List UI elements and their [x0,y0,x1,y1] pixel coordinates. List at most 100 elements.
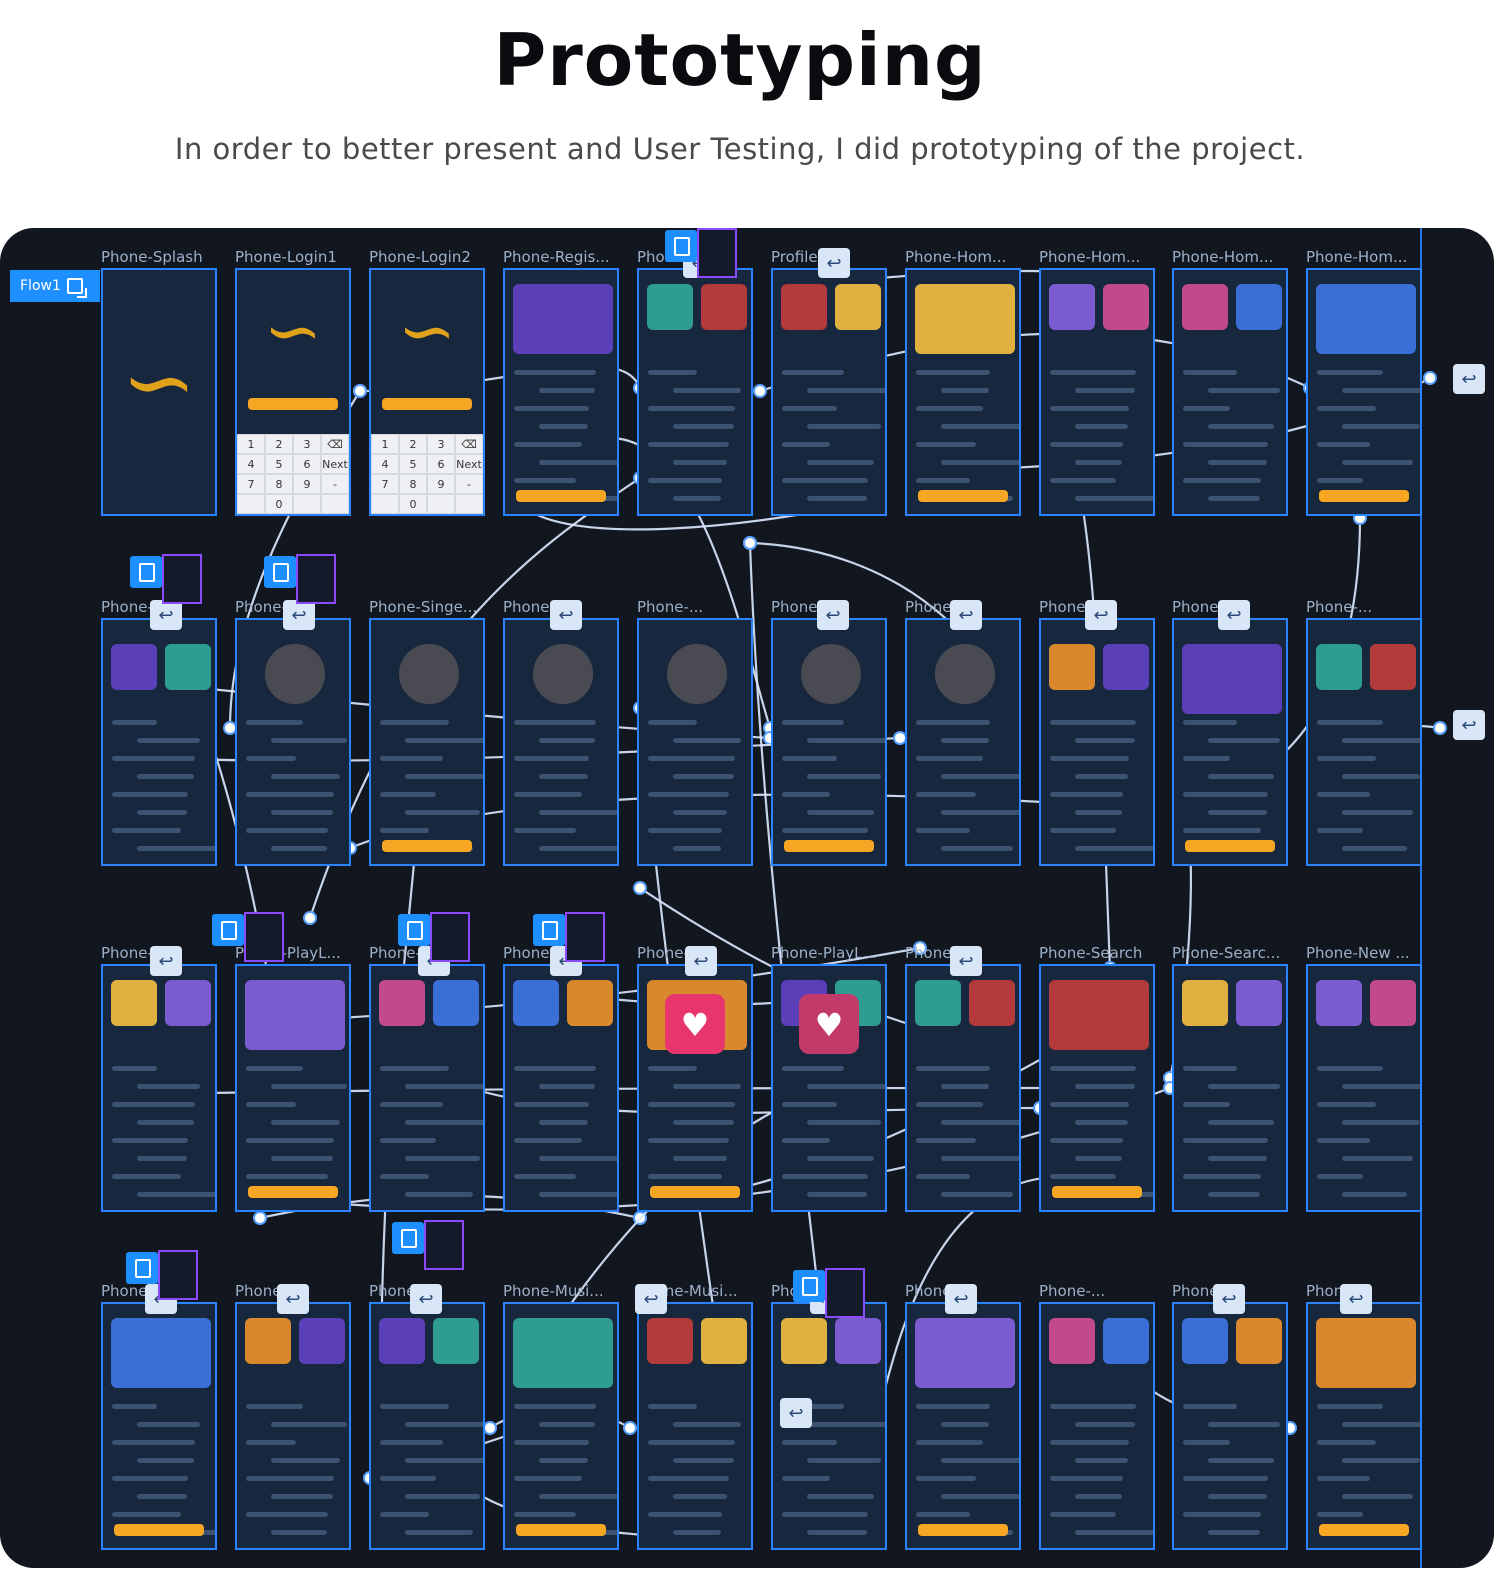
action-button[interactable] [248,1186,338,1198]
phone-frame[interactable] [369,1302,485,1550]
connection-node[interactable] [1423,371,1437,385]
back-arrow-icon[interactable]: ↩ [1340,1284,1372,1314]
keypad-key[interactable]: 2 [265,434,293,454]
copy-icon[interactable] [793,1270,825,1302]
phone-frame[interactable] [1039,1302,1155,1550]
back-arrow-icon[interactable]: ↩ [150,946,182,976]
copy-icon[interactable] [126,1252,158,1284]
back-arrow-icon[interactable]: ↩ [1453,364,1485,394]
phone-frame[interactable] [1039,618,1155,866]
action-button[interactable] [1319,490,1409,502]
phone-frame[interactable] [503,618,619,866]
back-arrow-icon[interactable]: ↩ [410,1284,442,1314]
action-button[interactable] [918,490,1008,502]
phone-frame[interactable] [235,618,351,866]
connection-node[interactable] [353,384,367,398]
keypad-key[interactable]: ⌫ [455,434,483,454]
back-arrow-icon[interactable]: ↩ [945,1284,977,1314]
keypad-key[interactable]: 6 [427,454,455,474]
keypad-key[interactable]: 4 [371,454,399,474]
keypad-key[interactable]: Next [321,454,349,474]
back-arrow-icon[interactable]: ↩ [1085,600,1117,630]
keypad-key[interactable]: 7 [371,474,399,494]
phone-frame[interactable] [1172,964,1288,1212]
keypad-key[interactable]: 2 [399,434,427,454]
phone-frame[interactable] [1306,618,1422,866]
phone-frame[interactable] [1172,618,1288,866]
phone-frame[interactable] [503,1302,619,1550]
back-arrow-icon[interactable]: ↩ [817,600,849,630]
phone-frame[interactable] [1039,268,1155,516]
copy-icon[interactable] [398,914,430,946]
keypad-key[interactable] [455,494,483,514]
phone-frame[interactable] [1172,1302,1288,1550]
phone-frame[interactable] [1306,1302,1422,1550]
connection-node[interactable] [483,1421,497,1435]
phone-frame[interactable] [905,618,1021,866]
phone-frame[interactable] [637,1302,753,1550]
phone-frame[interactable] [369,618,485,866]
copy-icon[interactable] [130,556,162,588]
phone-frame[interactable] [503,268,619,516]
action-button[interactable] [516,490,606,502]
action-button[interactable] [1052,1186,1142,1198]
back-arrow-icon[interactable]: ↩ [818,248,850,278]
keypad-key[interactable]: 8 [399,474,427,494]
back-arrow-icon[interactable]: ↩ [780,1398,812,1428]
action-button[interactable] [114,1524,204,1536]
back-arrow-icon[interactable]: ↩ [1213,1284,1245,1314]
back-arrow-icon[interactable]: ↩ [550,600,582,630]
keypad-key[interactable]: 0 [265,494,293,514]
phone-frame[interactable] [503,964,619,1212]
connection-node[interactable] [633,1211,647,1225]
keypad-key[interactable]: - [455,474,483,494]
copy-icon[interactable] [533,914,565,946]
copy-icon[interactable] [665,230,697,262]
connection-node[interactable] [753,384,767,398]
keypad-key[interactable]: 6 [293,454,321,474]
action-button[interactable] [918,1524,1008,1536]
action-button[interactable] [1185,840,1275,852]
keypad-key[interactable]: 5 [265,454,293,474]
phone-frame[interactable] [369,964,485,1212]
keypad-key[interactable]: 9 [293,474,321,494]
keypad-key[interactable] [293,494,321,514]
keypad-key[interactable]: 8 [265,474,293,494]
back-arrow-icon[interactable]: ↩ [277,1284,309,1314]
phone-frame[interactable] [637,618,753,866]
back-arrow-icon[interactable]: ↩ [685,946,717,976]
phone-frame[interactable] [235,1302,351,1550]
keypad-key[interactable]: 4 [237,454,265,474]
keypad-key[interactable] [371,494,399,514]
keypad-key[interactable] [427,494,455,514]
back-arrow-icon[interactable]: ↩ [1453,710,1485,740]
phone-frame[interactable] [905,268,1021,516]
copy-icon[interactable] [264,556,296,588]
keypad-key[interactable]: 1 [237,434,265,454]
phone-frame[interactable] [905,964,1021,1212]
phone-frame[interactable] [235,964,351,1212]
connection-node[interactable] [743,536,757,550]
action-button[interactable] [650,1186,740,1198]
keypad-key[interactable]: - [321,474,349,494]
phone-frame[interactable] [101,618,217,866]
back-arrow-icon[interactable]: ↩ [950,946,982,976]
keypad-key[interactable] [237,494,265,514]
keypad-key[interactable]: 0 [399,494,427,514]
keypad-key[interactable] [321,494,349,514]
submit-button[interactable] [248,398,338,410]
back-arrow-icon[interactable]: ↩ [1218,600,1250,630]
action-button[interactable] [382,840,472,852]
phone-frame[interactable]: ∽ [101,268,217,516]
phone-frame[interactable] [637,268,753,516]
keypad-key[interactable]: Next [455,454,483,474]
keypad-key[interactable]: 7 [237,474,265,494]
keypad-key[interactable]: 3 [427,434,455,454]
keypad-key[interactable]: 3 [293,434,321,454]
copy-icon[interactable] [212,914,244,946]
